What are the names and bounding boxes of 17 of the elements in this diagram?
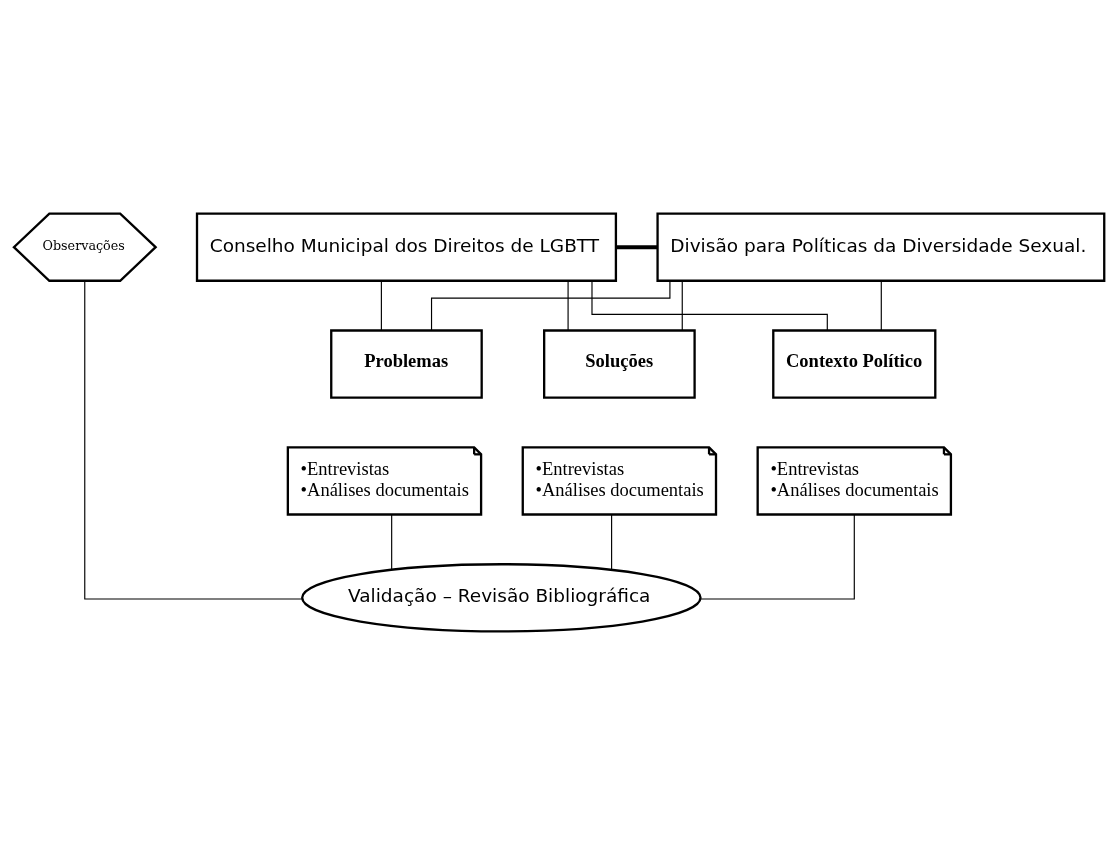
connector: [681, 280, 683, 331]
connector: [616, 245, 658, 250]
node-box: Divisão para Políticas da Diversidade Sexual.: [656, 212, 1106, 282]
node-ellipse: Validação – Revisão Bibliográfica: [301, 563, 702, 633]
node-box: Conselho Municipal dos Direitos de LGBTT: [195, 212, 618, 282]
connector: [567, 280, 569, 331]
connector: [84, 280, 303, 600]
connector: [380, 280, 382, 331]
connector: [591, 280, 828, 331]
node-box: Problemas: [330, 329, 483, 399]
node-box: Contexto Político: [772, 329, 937, 399]
connector: [430, 280, 671, 331]
connector: [699, 514, 855, 600]
connector: [391, 514, 393, 571]
connector: [880, 280, 882, 331]
node-box: Soluções: [543, 329, 696, 399]
connector: [611, 514, 613, 571]
